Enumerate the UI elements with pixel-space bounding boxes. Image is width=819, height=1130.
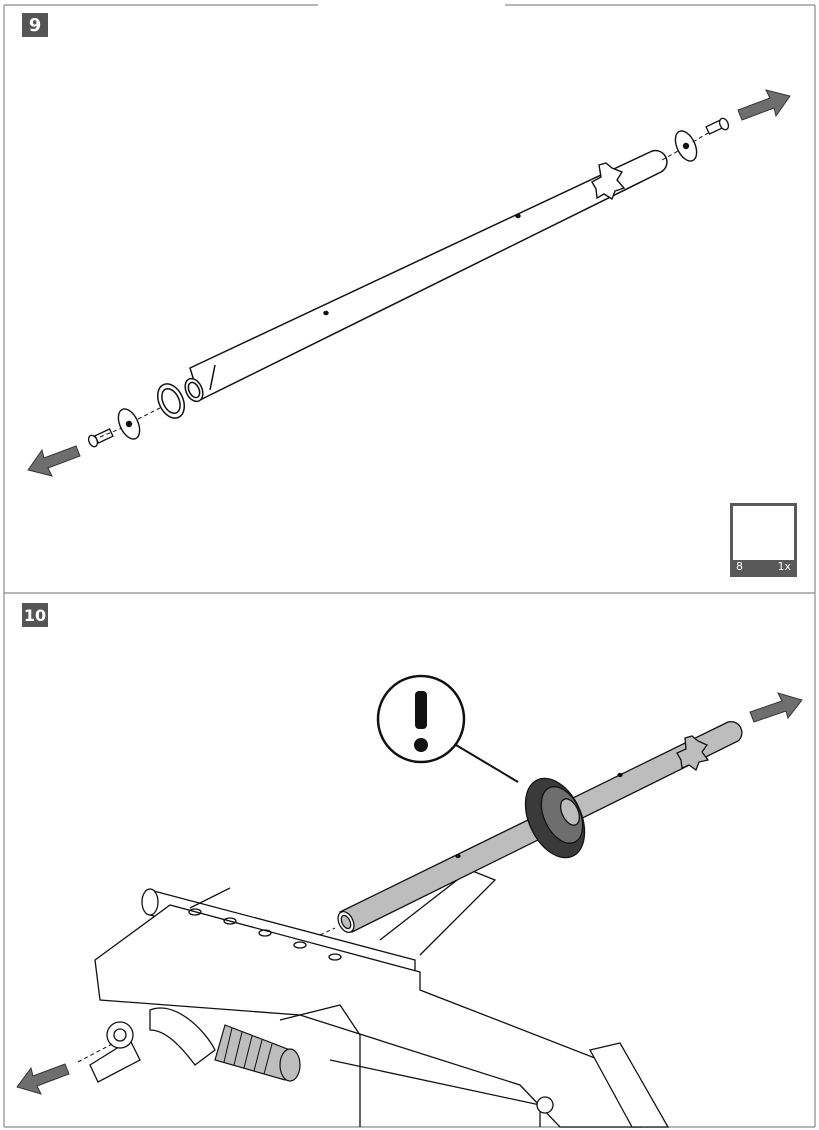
- panel-borders: [3, 4, 816, 1128]
- guide-lines-step10: [77, 927, 336, 1063]
- step-number-9: 9: [22, 13, 48, 37]
- adjustment-knob: [89, 1007, 216, 1083]
- guide-lines-step9: [99, 132, 709, 438]
- parts-box: 8 1x: [730, 503, 797, 577]
- bolt-left: [87, 428, 114, 448]
- part-number: 8: [736, 560, 743, 573]
- parts-strip: 8 1x: [733, 560, 794, 574]
- washer-right: [674, 130, 698, 162]
- arrow-icon: [27, 445, 81, 477]
- arrow-icon: [737, 89, 791, 121]
- bolt-right: [705, 117, 730, 135]
- arrow-icon: [749, 692, 803, 723]
- washer-left: [117, 408, 141, 440]
- spring: [214, 1024, 301, 1082]
- end-disc: [524, 777, 586, 859]
- machine-frame: [94, 869, 670, 1128]
- exclamation-icon: [376, 674, 519, 783]
- spring-coils: [223, 1027, 273, 1075]
- step-number-10: 10: [22, 603, 48, 627]
- arrow-icon: [16, 1063, 70, 1095]
- star-nut-step9: [591, 162, 626, 201]
- tube-step9: [184, 149, 668, 403]
- star-nut-step10: [676, 735, 710, 772]
- part-quantity: 1x: [777, 560, 791, 573]
- washer-ring: [156, 383, 186, 419]
